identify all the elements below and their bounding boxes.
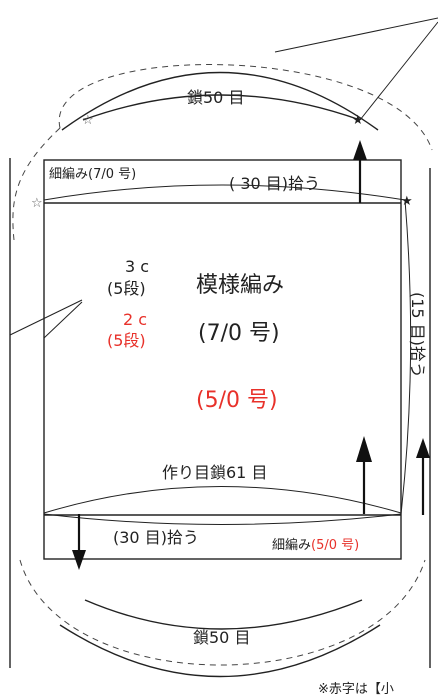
rows-2c-sub-label: (5段) xyxy=(107,331,146,350)
rows-2c-label: 2 c xyxy=(123,310,147,329)
pointer-top-2 xyxy=(359,21,438,121)
star-filled-right: ★ xyxy=(401,194,413,209)
right-pickup-curve xyxy=(400,199,412,515)
pointer-left-2 xyxy=(43,301,83,339)
arrow-up-top xyxy=(353,140,367,203)
outer-dashed-oval-bottom xyxy=(19,559,426,666)
rows-3c-label: 3 c xyxy=(125,257,149,276)
side-pickup-label: (15 目)拾う xyxy=(408,292,427,378)
pattern-label: 模様編み xyxy=(196,273,284,298)
arrow-up-body xyxy=(356,436,372,514)
top-chain-label: 鎖50 目 xyxy=(187,88,244,107)
needle-main-label: (7/0 号) xyxy=(198,321,280,346)
star-filled-top-right: ★ xyxy=(352,113,364,128)
foundation-curve xyxy=(43,486,402,514)
pickup-bottom-curve xyxy=(43,513,402,525)
main-body-rect xyxy=(43,159,402,560)
fine-bottom-needle: (5/0 号) xyxy=(311,538,359,553)
star-outline-left: ☆ xyxy=(31,196,43,211)
bottom-chain-label: 鎖50 目 xyxy=(193,628,250,647)
foundation-label: 作り目鎖61 目 xyxy=(162,463,267,482)
pointer-left-1 xyxy=(9,299,83,336)
top-outer-arc xyxy=(61,71,379,131)
pickup-bottom-label: (30 目)拾う xyxy=(113,528,199,547)
note-label: ※赤字は【小 xyxy=(318,682,394,697)
pickup-top-label: ( 30 目)拾う xyxy=(229,174,320,193)
rows-3c-sub-label: (5段) xyxy=(107,279,146,298)
bottom-outer-arc xyxy=(59,624,381,678)
pickup-top-curve xyxy=(43,184,406,201)
arrow-up-right-side xyxy=(416,438,430,515)
top-inner-arc xyxy=(82,94,361,121)
arrow-down-bottom-left xyxy=(72,514,86,570)
pointer-top-1 xyxy=(274,17,438,53)
note-text: ※赤字は【小 xyxy=(318,682,394,697)
star-outline-top-left: ☆ xyxy=(82,113,94,128)
bottom-inner-arc xyxy=(84,599,363,630)
outer-dashed-left xyxy=(12,127,61,241)
fine-top-label: 細編み(7/0 号) xyxy=(49,166,136,182)
fine-bottom-label: 細編み(5/0 号) xyxy=(272,537,359,553)
needle-alt-label: (5/0 号) xyxy=(196,388,278,413)
outer-dashed-oval xyxy=(58,64,433,151)
fine-bottom-prefix: 細編み xyxy=(272,537,311,553)
